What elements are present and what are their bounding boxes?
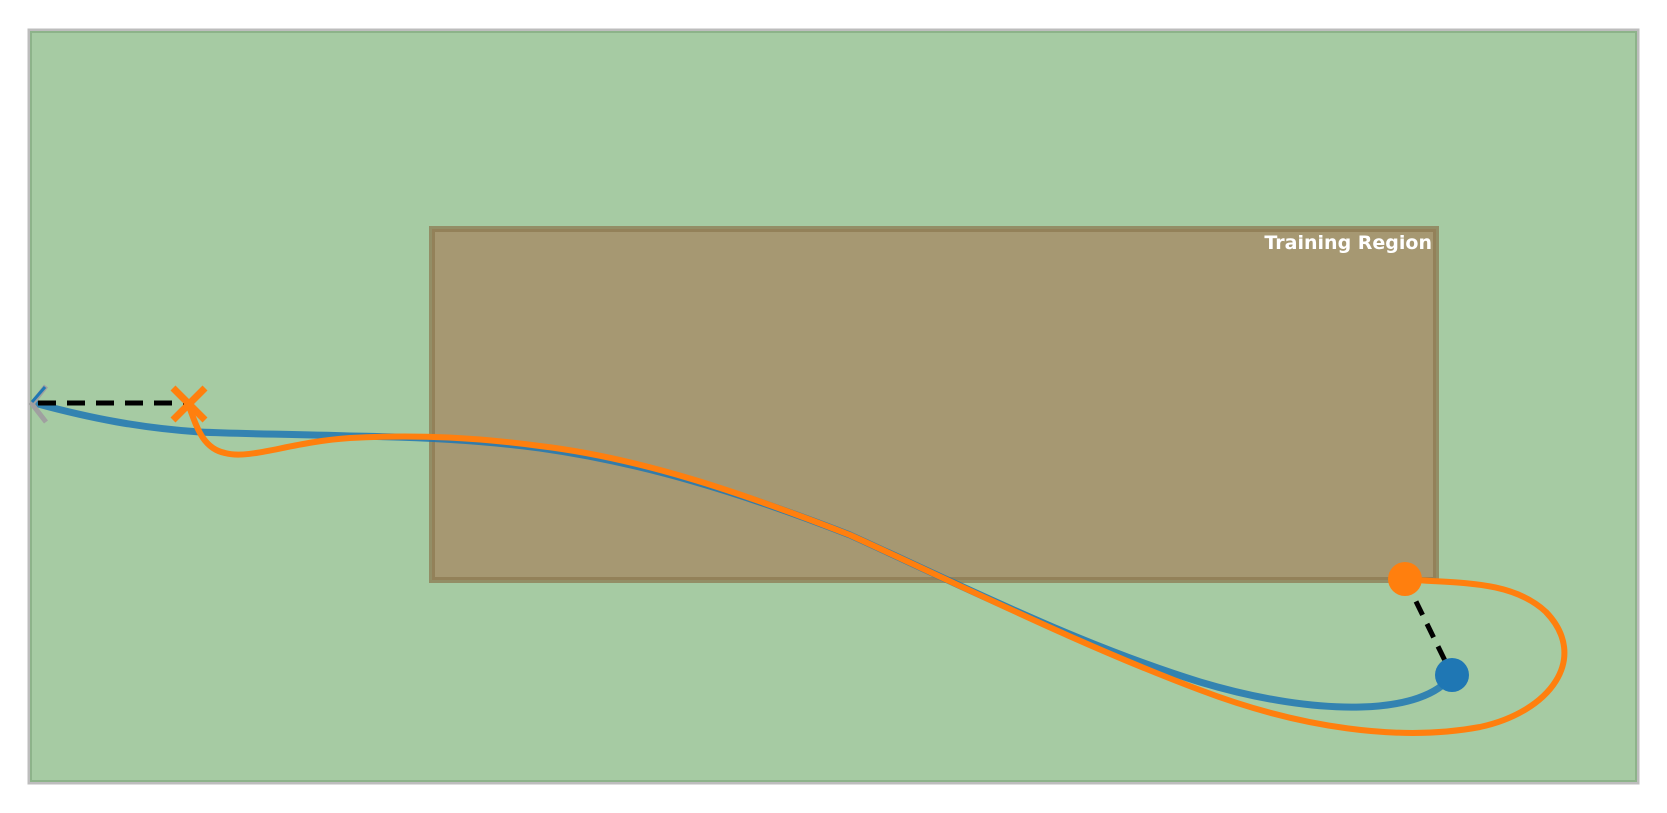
outer-border <box>27 28 1640 785</box>
orange-start-marker <box>1388 562 1422 596</box>
orange-end-marker <box>170 385 208 423</box>
blue-start-marker <box>1435 658 1469 692</box>
connector-start <box>1402 577 1455 677</box>
blue-end-chevron-icon <box>28 384 48 424</box>
training-region <box>429 226 1439 583</box>
orange-trajectory <box>185 401 1568 736</box>
training-region-label: Training Region <box>1264 232 1432 254</box>
